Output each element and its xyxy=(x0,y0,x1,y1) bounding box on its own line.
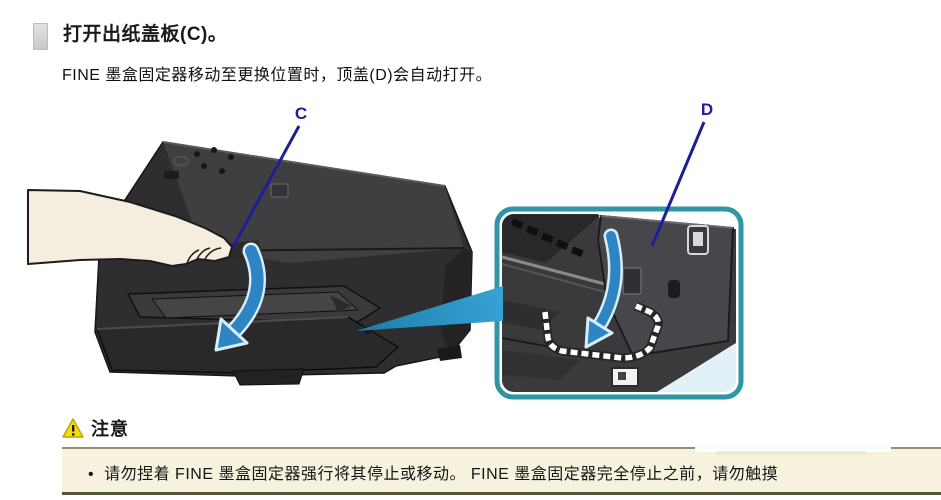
step-marker xyxy=(33,23,48,50)
label-d: D xyxy=(701,100,713,119)
step-description: FINE 墨盒固定器移动至更换位置时，顶盖(D)会自动打开。 xyxy=(62,67,493,84)
step-header: 打开出纸盖板(C)。 xyxy=(33,22,227,50)
step-title: 打开出纸盖板(C)。 xyxy=(63,24,228,45)
warning-triangle-icon xyxy=(62,418,84,438)
hand-icon xyxy=(27,189,233,267)
callout-line-c xyxy=(231,125,301,248)
cartridge-cable-icon xyxy=(540,301,663,363)
open-direction-arrow-icon xyxy=(214,242,266,352)
caution-heading: 注意 xyxy=(62,415,129,441)
caution-item: • 请勿捏着 FINE 墨盒固定器强行将其停止或移动。 FINE 墨盒固定器完全停… xyxy=(88,460,941,484)
callout-line-d xyxy=(650,121,706,247)
watermark-smudge xyxy=(716,451,866,455)
bullet: • xyxy=(88,466,95,483)
watermark-erase-patch xyxy=(695,429,891,452)
open-direction-arrow-d-icon xyxy=(584,228,623,349)
label-c: C xyxy=(295,104,307,123)
zoom-callout-wedge xyxy=(356,286,503,331)
control-panel-icon xyxy=(164,147,234,179)
detail-inset: D xyxy=(494,100,744,400)
caution-box: • 请勿捏着 FINE 墨盒固定器强行将其停止或移动。 FINE 墨盒固定器完全停… xyxy=(62,447,941,495)
lid-handle-icon xyxy=(270,183,289,198)
printer-illustration: C xyxy=(27,104,473,386)
caution-text: 请勿捏着 FINE 墨盒固定器强行将其停止或移动。 FINE 墨盒固定器完全停止… xyxy=(104,466,779,483)
printer-top-lid xyxy=(163,142,464,263)
caution-title-text: 注意 xyxy=(91,419,129,439)
